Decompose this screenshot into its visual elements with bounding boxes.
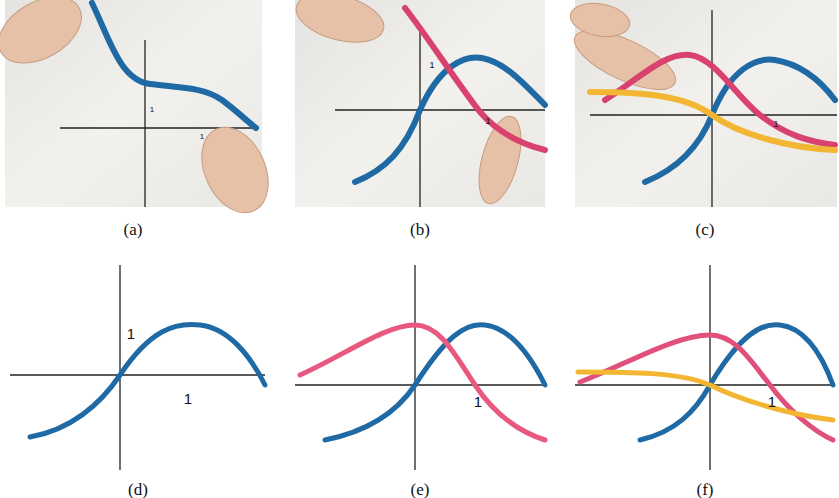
axis-tick-label: 1 xyxy=(184,391,192,406)
axis-tick-label: 1 xyxy=(200,133,204,141)
panel-caption: (f) xyxy=(697,481,714,498)
axis-tick-label: 1 xyxy=(485,117,490,126)
axis-tick-label: 1 xyxy=(773,120,778,129)
panel-caption: (c) xyxy=(696,221,715,238)
axis-tick-label: 1 xyxy=(429,61,434,70)
panel-caption: (d) xyxy=(128,481,148,498)
axis-tick-label: 1 xyxy=(474,394,482,409)
axis-tick-label: 1 xyxy=(127,326,135,341)
axis-tick-label: 1 xyxy=(768,394,776,409)
panel-caption: (a) xyxy=(124,221,143,238)
axis-tick-label: 1 xyxy=(150,106,154,114)
panel-caption: (b) xyxy=(410,221,430,238)
panel-caption: (e) xyxy=(411,481,430,498)
